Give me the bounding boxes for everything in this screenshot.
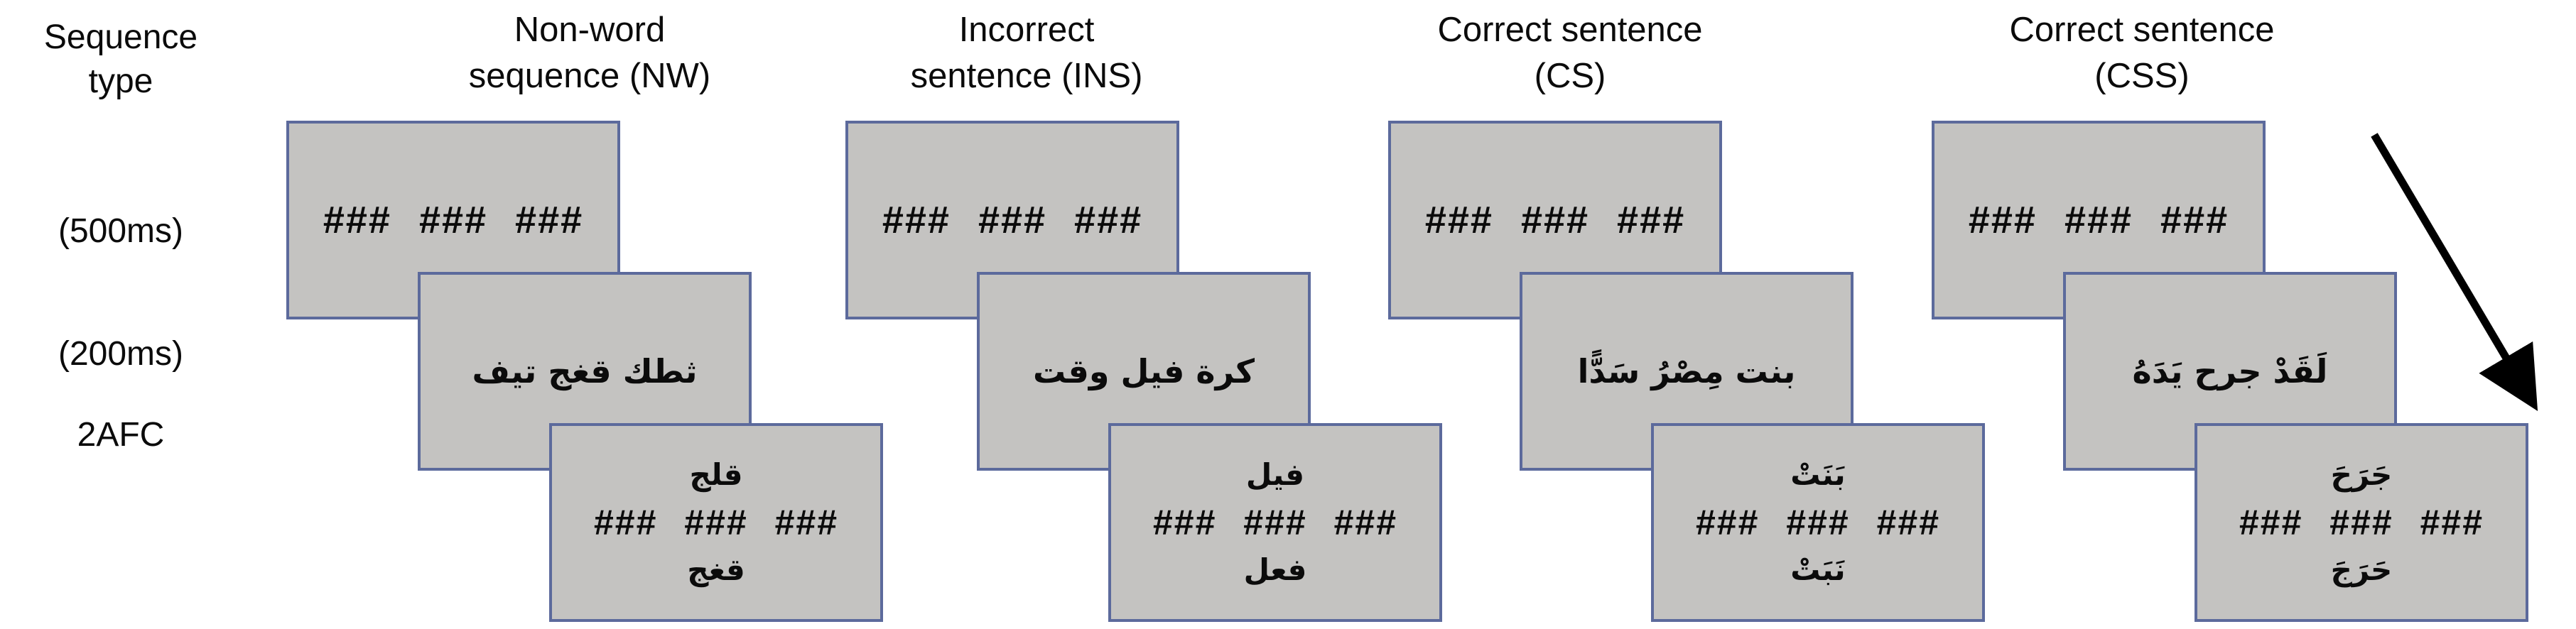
cs-afc-bottom-word: نَبَتْ — [1790, 552, 1846, 587]
css-2afc-card: جَرَحَ ### ### ### حَرَجَ — [2195, 423, 2528, 622]
css-stimulus-text: لَقَدْ جرح يَدَهُ — [2132, 352, 2328, 390]
cs-stimulus-text: بنت مِصْرُ سَدًّا — [1577, 352, 1796, 390]
header-css-line1: Correct sentence — [2009, 11, 2275, 49]
header-correct-sentence-cs: Correct sentence (CS) — [1293, 7, 1847, 99]
header-incorrect-sentence: Incorrect sentence (INS) — [749, 7, 1304, 99]
css-afc-bottom-word: حَرَجَ — [2330, 552, 2393, 587]
header-ins-line2: sentence (INS) — [910, 57, 1143, 95]
cs-afc-top-word: بَنَتْ — [1790, 457, 1846, 492]
header-cs-line2: (CS) — [1534, 57, 1606, 95]
sequence-type-line1: Sequence — [43, 18, 198, 56]
css-afc-mask: ### ### ### — [2239, 503, 2484, 542]
header-nonword-sequence: Non-word sequence (NW) — [313, 7, 867, 99]
nw-afc-top-word: قلج — [689, 457, 743, 492]
header-correct-sentence-css: Correct sentence (CSS) — [1865, 7, 2419, 99]
sequence-type-line2: type — [88, 62, 153, 100]
nw-afc-bottom-word: قغج — [687, 552, 745, 587]
time-arrow-icon — [2371, 133, 2538, 412]
nw-stimulus-text: ثطك قغج تيف — [472, 352, 698, 390]
header-nw-line1: Non-word — [514, 11, 666, 49]
nw-2afc-card: قلج ### ### ### قغج — [549, 423, 883, 622]
row-label-fixation-duration: (500ms) — [58, 212, 184, 250]
nw-mask-text: ### ### ### — [323, 199, 584, 241]
header-ins-line1: Incorrect — [958, 11, 1095, 49]
ins-afc-bottom-word: فعل — [1243, 552, 1307, 587]
ins-afc-top-word: فيل — [1245, 457, 1305, 492]
ins-afc-mask: ### ### ### — [1152, 503, 1398, 542]
header-css-line2: (CSS) — [2094, 57, 2190, 95]
css-mask-text: ### ### ### — [1968, 199, 2229, 241]
ins-mask-text: ### ### ### — [882, 199, 1143, 241]
row-label-sequence-type: Sequence type — [14, 16, 227, 104]
cs-2afc-card: بَنَتْ ### ### ### نَبَتْ — [1651, 423, 1985, 622]
row-label-stimulus-duration: (200ms) — [58, 335, 184, 373]
ins-stimulus-text: كرة فيل وقت — [1033, 352, 1255, 390]
css-afc-top-word: جَرَحَ — [2330, 457, 2393, 492]
nw-afc-mask: ### ### ### — [593, 503, 839, 542]
cs-mask-text: ### ### ### — [1424, 199, 1686, 241]
row-label-2afc: 2AFC — [77, 416, 165, 454]
ins-2afc-card: فيل ### ### ### فعل — [1108, 423, 1442, 622]
header-nw-line2: sequence (NW) — [468, 57, 711, 95]
cs-afc-mask: ### ### ### — [1695, 503, 1941, 542]
header-cs-line1: Correct sentence — [1437, 11, 1703, 49]
